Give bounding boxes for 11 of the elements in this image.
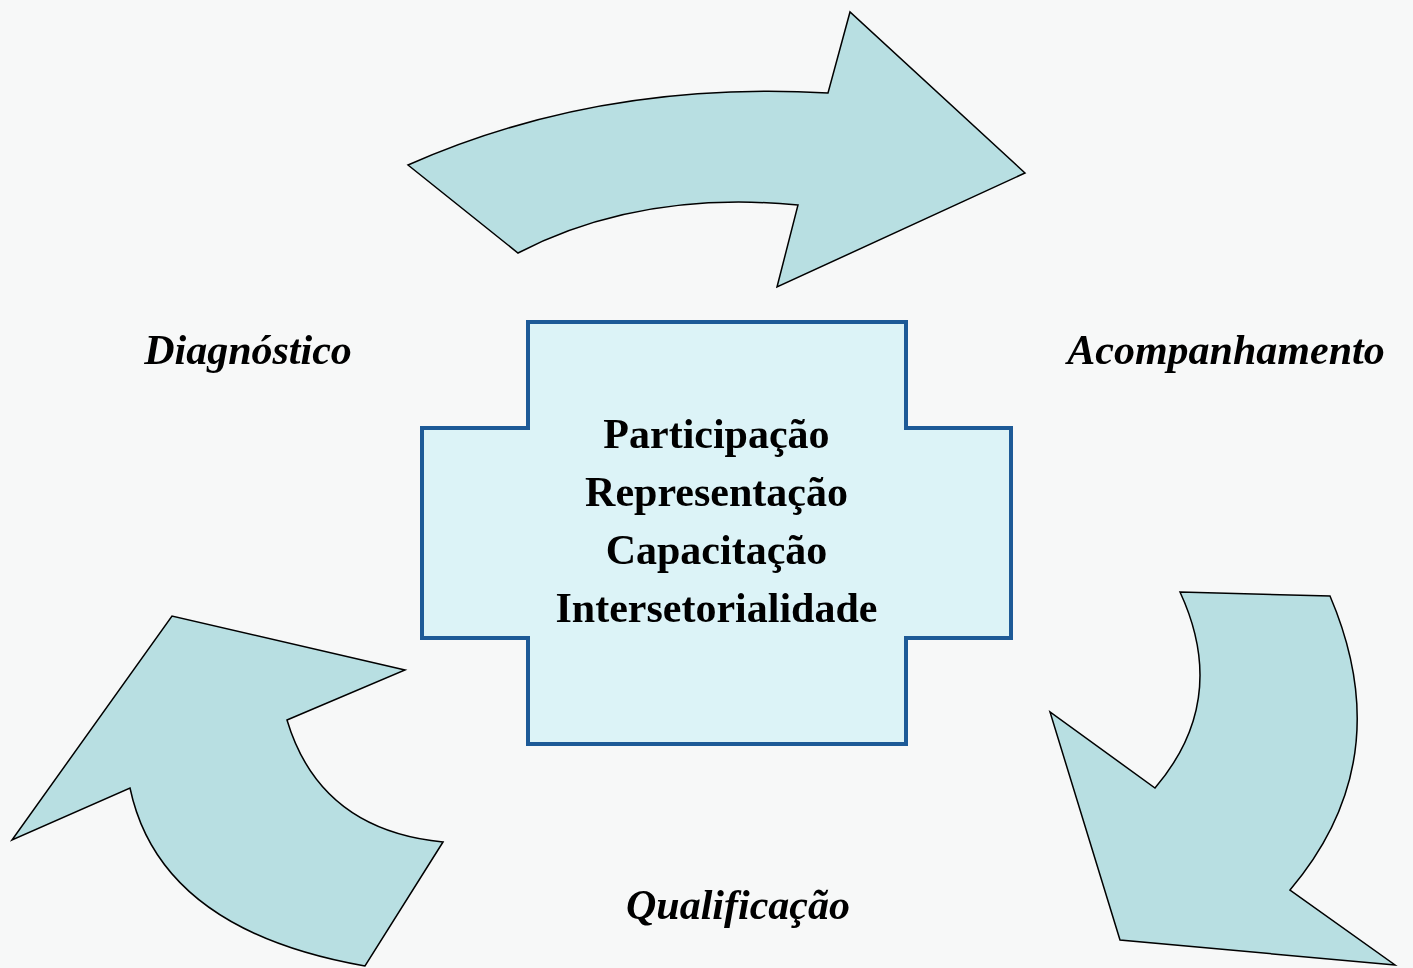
stage-label: Acompanhamento [1067, 326, 1385, 374]
curved-block-arrow [407, 11, 1026, 288]
curved-block-arrow [11, 615, 444, 967]
principle-text: Capacitação [604, 526, 829, 575]
principle-text: Representação [584, 468, 849, 517]
cross-shaped-box [420, 320, 1013, 746]
principle-text: Participação [602, 410, 831, 459]
curved-block-arrow [1049, 591, 1396, 966]
principle-text: Intersetorialidade [555, 584, 878, 633]
stage-label: Diagnóstico [144, 326, 352, 374]
stage-label: Qualificação [626, 881, 850, 929]
